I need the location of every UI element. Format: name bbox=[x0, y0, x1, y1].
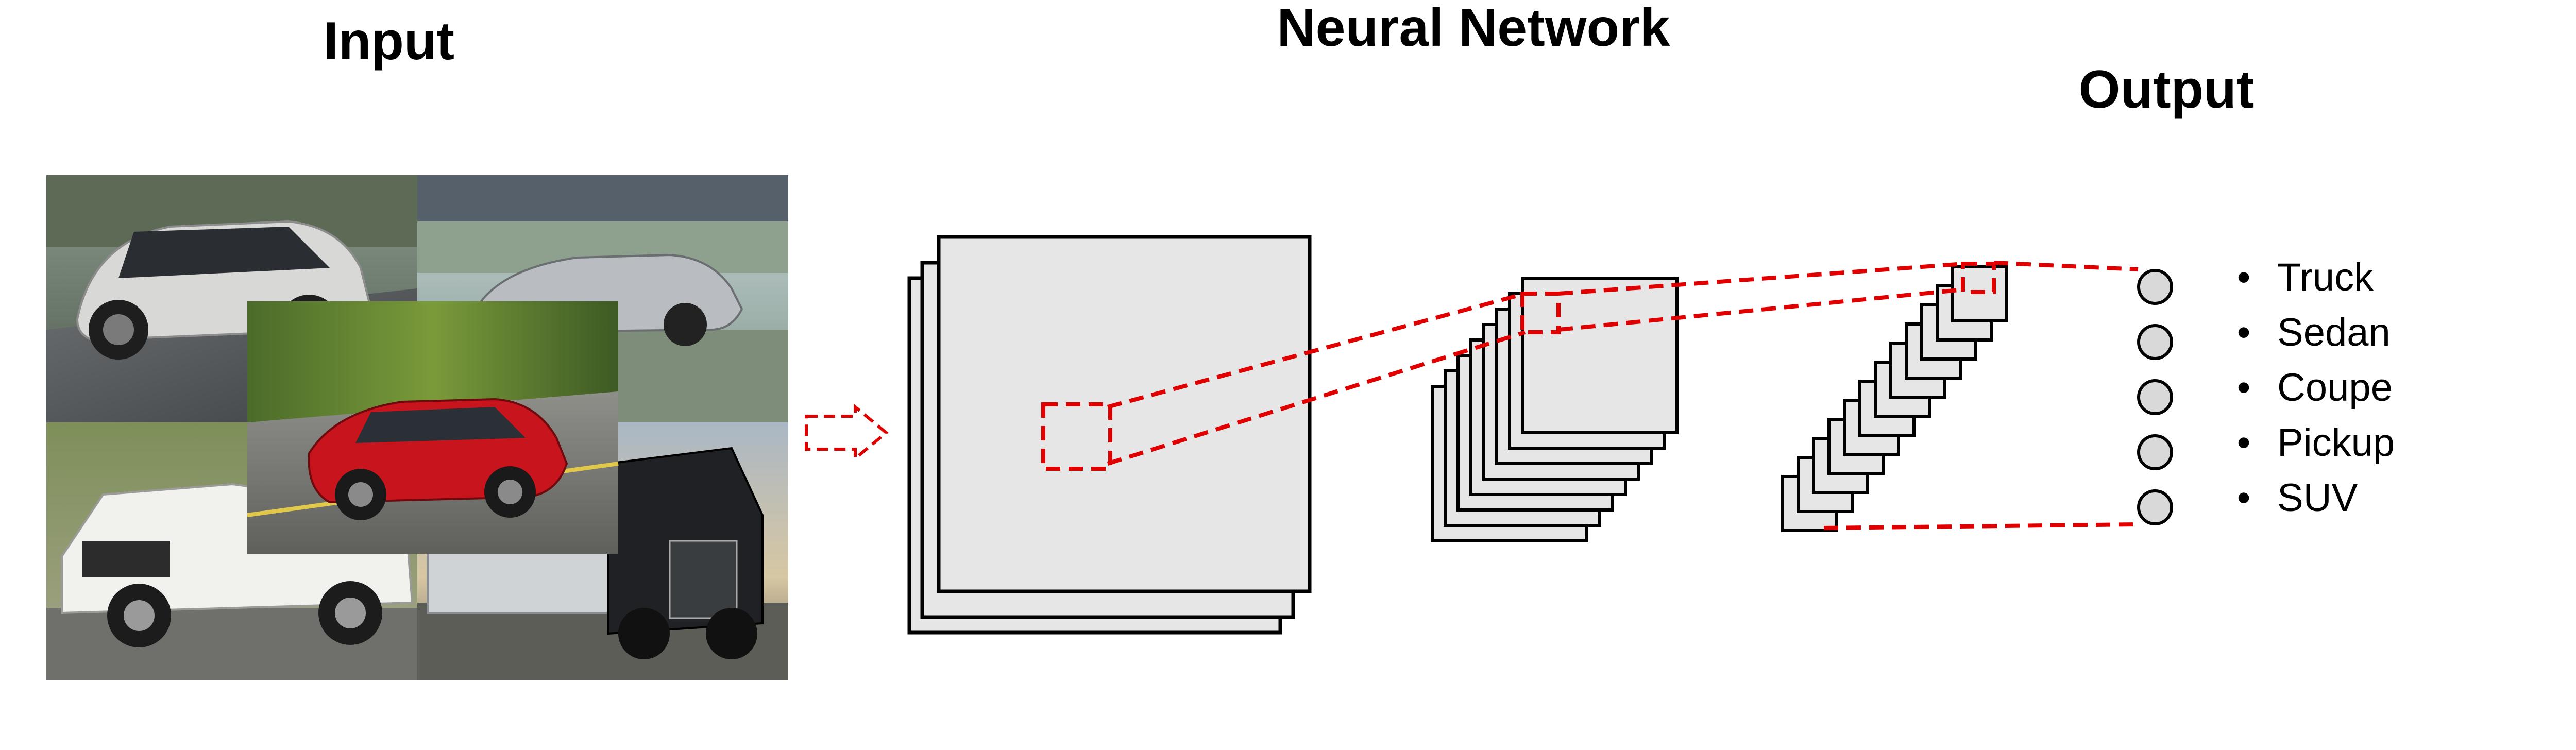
class-label: Sedan bbox=[2277, 311, 2391, 354]
connector-line bbox=[1823, 522, 2139, 530]
red-sedan-photo bbox=[247, 301, 619, 554]
output-class-list: • Truck • Sedan • Coupe • Pickup • SUV bbox=[2231, 250, 2395, 525]
bullet-icon: • bbox=[2236, 311, 2251, 354]
network-heading: Neural Network bbox=[1277, 0, 1670, 58]
connector-line bbox=[1107, 292, 1526, 409]
input-arrow-icon bbox=[805, 403, 889, 462]
class-label: Pickup bbox=[2277, 421, 2395, 465]
bullet-icon: • bbox=[2236, 255, 2251, 299]
class-label: SUV bbox=[2277, 476, 2358, 520]
class-item-coupe: • Coupe bbox=[2231, 360, 2395, 415]
output-heading: Output bbox=[2078, 60, 2255, 120]
class-item-suv: • SUV bbox=[2231, 470, 2395, 525]
input-collage bbox=[46, 175, 788, 680]
class-item-sedan: • Sedan bbox=[2231, 305, 2395, 360]
receptive-field-1 bbox=[1041, 402, 1112, 471]
receptive-field-connectors bbox=[1041, 261, 2139, 530]
bullet-icon: • bbox=[2236, 421, 2251, 465]
output-node bbox=[2137, 379, 2173, 415]
output-node bbox=[2137, 489, 2173, 525]
class-item-truck: • Truck bbox=[2231, 250, 2395, 305]
output-node bbox=[2137, 324, 2173, 360]
class-item-pickup: • Pickup bbox=[2231, 415, 2395, 470]
input-heading: Input bbox=[323, 11, 455, 71]
class-label: Coupe bbox=[2277, 366, 2393, 410]
bullet-icon: • bbox=[2236, 476, 2251, 520]
connector-line bbox=[1107, 330, 1526, 466]
connector-line bbox=[1993, 261, 2139, 271]
output-node bbox=[2137, 269, 2173, 305]
receptive-field-3 bbox=[1961, 262, 1996, 294]
bullet-icon: • bbox=[2236, 366, 2251, 410]
conv-layer-2 bbox=[1431, 277, 1679, 542]
conv-layer-1 bbox=[907, 235, 1312, 635]
class-label: Truck bbox=[2277, 255, 2374, 299]
receptive-field-2 bbox=[1520, 292, 1561, 334]
output-nodes bbox=[2137, 269, 2173, 525]
conv-layer-3 bbox=[1781, 265, 2008, 532]
output-node bbox=[2137, 434, 2173, 470]
